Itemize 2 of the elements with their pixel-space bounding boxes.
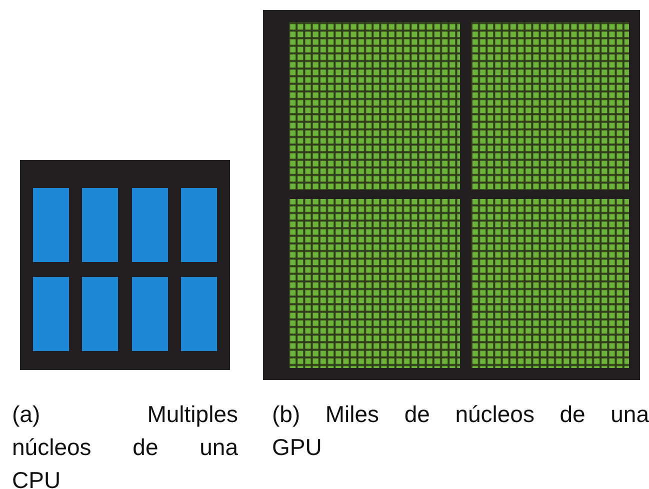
figure-caption: (a) Multiples núcleos de una CPU (12, 400, 238, 489)
figure-caption: (b) Miles de núcleos de una GPU (272, 400, 649, 462)
